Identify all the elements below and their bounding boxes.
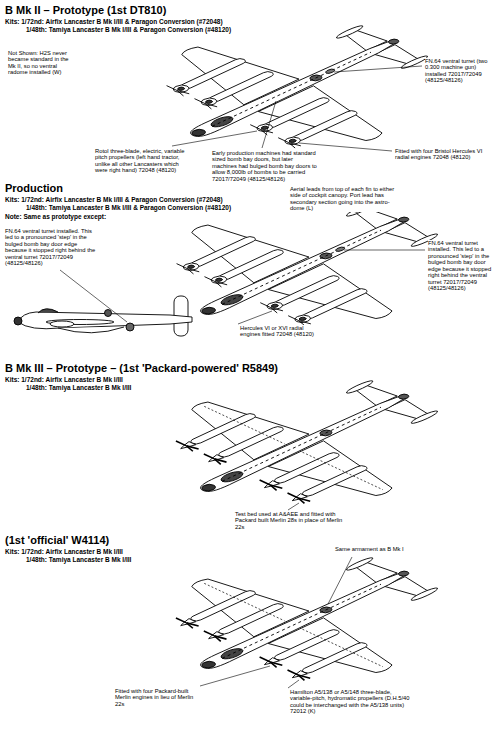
callout-text: FN.64 ventral turret installed. This led… xyxy=(5,228,100,267)
section-heading: (1st 'official' W4114) xyxy=(5,534,255,546)
callout-text: Rotol three-blade, electric, variable pi… xyxy=(95,148,190,174)
kit-note: 1/48th: Tamiya Lancaster B Mk I/III xyxy=(26,556,326,563)
drawing-stroke xyxy=(58,327,124,333)
kit-note: Note: Same as prototype except: xyxy=(5,213,205,220)
kit-note: Kits: 1/72nd: Airfix Lancaster B Mk I/II… xyxy=(5,18,335,25)
kit-note: Kits: 1/72nd: Airfix Lancaster B Mk I/II… xyxy=(5,548,305,555)
kit-note: 1/48th: Tamiya Lancaster B Mk I/III & Pa… xyxy=(26,204,326,211)
callout-text: FN.64 ventral turret (two 0.300 machine … xyxy=(425,58,497,84)
drawing-stroke xyxy=(60,270,127,322)
side-view xyxy=(14,296,192,336)
drawing-stroke xyxy=(324,68,336,74)
drawing-stroke xyxy=(238,311,272,324)
section-heading: B Mk II – Prototype (1st DT810) xyxy=(5,4,305,16)
drawing-stroke xyxy=(14,317,22,325)
drawing-stroke xyxy=(288,503,299,510)
kit-note: Kits: 1/72nd: Airfix Lancaster B Mk I/II… xyxy=(5,196,335,203)
drawing-stroke xyxy=(172,131,257,146)
drawing-stroke xyxy=(105,310,112,317)
drawing-stroke xyxy=(262,101,276,148)
drawing-stroke xyxy=(334,246,346,252)
drawing-stroke xyxy=(126,323,134,331)
drawing-stroke xyxy=(147,583,383,693)
callout-text: FN.64 ventral turret installed. This led… xyxy=(428,240,496,292)
drawing-stroke xyxy=(200,666,270,686)
callout-text: Hercules VI or XVI radial engines fitted… xyxy=(240,325,320,338)
callout-text: Early production machines had standard s… xyxy=(212,150,317,182)
drawing-stroke xyxy=(344,250,425,251)
callout-text: Not Shown: H2S never became standard in … xyxy=(8,50,74,76)
callout-text: Aerial leads from top of each fin to eit… xyxy=(290,186,400,212)
drawing-stroke xyxy=(164,81,308,148)
callout-text: Test bed used at A&AEE and fitted with P… xyxy=(235,511,345,530)
callout-text: Fitted with four Packard-built Merlin en… xyxy=(115,688,200,707)
kit-note: Kits: 1/72nd: Airfix Lancaster B Mk I/II… xyxy=(5,376,305,383)
drawing-stroke xyxy=(50,321,74,327)
drawing-stroke xyxy=(147,406,383,516)
drawing-stroke xyxy=(328,557,352,604)
drawing-stroke xyxy=(38,309,58,313)
section-heading: Production xyxy=(5,182,205,194)
callout-text: Same armament as B Mk I xyxy=(335,546,420,552)
callout-text: Hamilton A5/138 or A5/148 three-blade, v… xyxy=(290,689,410,715)
drawing-stroke xyxy=(334,66,422,72)
kit-note: 1/48th: Tamiya Lancaster B Mk I/III xyxy=(26,384,326,391)
callout-text: Fitted with four Bristol Hercules VI rad… xyxy=(395,148,495,161)
drawing-stroke xyxy=(174,259,318,326)
drawing-stroke xyxy=(288,680,299,688)
section-heading: B Mk III – Prototype – (1st 'Packard-pow… xyxy=(5,362,335,374)
kit-note: 1/48th: Tamiya Lancaster B Mk I/III & Pa… xyxy=(26,26,326,33)
